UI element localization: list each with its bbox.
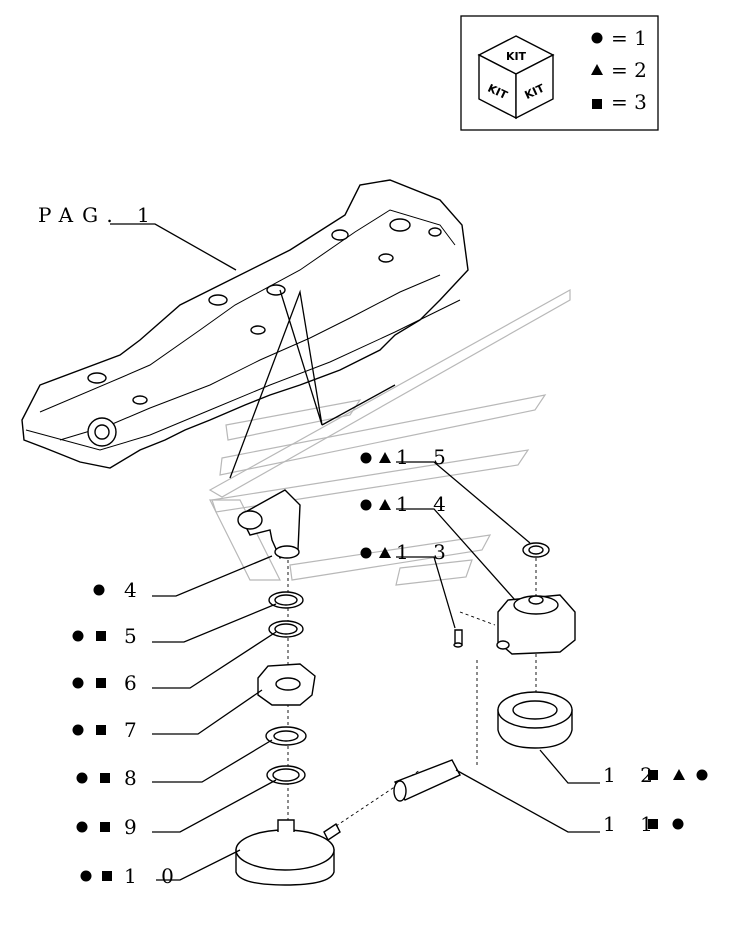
cover-pointer-tail: [321, 384, 396, 426]
callout-4: 4: [93, 578, 146, 602]
square-symbol-icon: [592, 99, 602, 109]
triangle-symbol-icon: [673, 769, 685, 780]
screw-axis-line: [459, 611, 496, 626]
callout-8: 8: [76, 766, 146, 790]
callout-12-label: 1 2: [603, 763, 662, 787]
legend-square-value: = 3: [611, 90, 647, 114]
washer-8: [265, 726, 307, 746]
valve-cover: [21, 179, 469, 469]
circle-symbol-icon: [696, 769, 708, 781]
square-symbol-icon: [102, 871, 112, 881]
callout-5: 5: [72, 624, 146, 648]
circle-symbol-icon: [672, 818, 684, 830]
legend-triangle-value: = 2: [611, 58, 647, 82]
square-symbol-icon: [96, 678, 106, 688]
callout-15: 1 5: [360, 445, 455, 469]
callout-10-label: 1 0: [124, 864, 183, 888]
callout-8-label: 8: [124, 766, 146, 790]
square-symbol-icon: [648, 819, 658, 829]
callout-9-label: 9: [124, 815, 146, 839]
o-ring-15: [522, 542, 550, 558]
square-symbol-icon: [96, 631, 106, 641]
kit-legend: KIT KIT KIT = 1 = 2 = 3: [460, 15, 659, 131]
watermark-logo: [208, 288, 571, 586]
square-symbol-icon: [100, 822, 110, 832]
callout-7: 7: [72, 718, 146, 742]
page-reference: PAG. 1: [38, 203, 159, 227]
callout-12: 1 2: [603, 763, 708, 787]
circle-symbol-icon: [360, 547, 372, 559]
hose-11: [393, 759, 461, 802]
circle-symbol-icon: [591, 32, 603, 44]
square-symbol-icon: [648, 770, 658, 780]
circle-symbol-icon: [76, 821, 88, 833]
callout-7-label: 7: [124, 718, 146, 742]
triangle-symbol-icon: [379, 547, 391, 558]
triangle-symbol-icon: [591, 64, 603, 75]
filter-cup-12: [497, 691, 573, 749]
callout-6: 6: [72, 671, 146, 695]
callout-14-label: 1 4: [396, 492, 455, 516]
gasket-6: [268, 620, 304, 638]
legend-frame: [460, 15, 659, 131]
callout-9: 9: [76, 815, 146, 839]
square-symbol-icon: [96, 725, 106, 735]
callout-4-label: 4: [124, 578, 146, 602]
legend-circle-value: = 1: [611, 26, 647, 50]
callout-6-label: 6: [124, 671, 146, 695]
circle-symbol-icon: [360, 452, 372, 464]
circle-symbol-icon: [72, 630, 84, 642]
callout-15-label: 1 5: [396, 445, 455, 469]
nut-7: [257, 663, 316, 706]
callout-11: 1 1: [603, 812, 684, 836]
callout-5-label: 5: [124, 624, 146, 648]
page-reference-leader: [110, 223, 237, 271]
circle-symbol-icon: [80, 870, 92, 882]
circle-symbol-icon: [72, 724, 84, 736]
callout-13: 1 3: [360, 540, 455, 564]
screw-13: [453, 629, 463, 648]
callout-11-label: 1 1: [603, 812, 662, 836]
callout-14: 1 4: [360, 492, 455, 516]
seal-ring-9: [266, 765, 306, 785]
circle-symbol-icon: [360, 499, 372, 511]
cube-face-top: KIT: [506, 50, 527, 63]
cover-pointer-lines: [229, 289, 323, 479]
triangle-symbol-icon: [379, 499, 391, 510]
circle-symbol-icon: [93, 584, 105, 596]
kit-cube-icon: KIT KIT KIT: [477, 35, 555, 120]
breather-elbow: [237, 489, 301, 559]
gasket-5: [268, 591, 304, 609]
circle-symbol-icon: [72, 677, 84, 689]
separator-cap-14: [496, 594, 576, 655]
oil-separator-base-10: [235, 819, 341, 886]
square-symbol-icon: [100, 773, 110, 783]
leader-lines: [152, 461, 600, 881]
callout-10: 1 0: [80, 864, 183, 888]
triangle-symbol-icon: [379, 452, 391, 463]
circle-symbol-icon: [76, 772, 88, 784]
callout-13-label: 1 3: [396, 540, 455, 564]
